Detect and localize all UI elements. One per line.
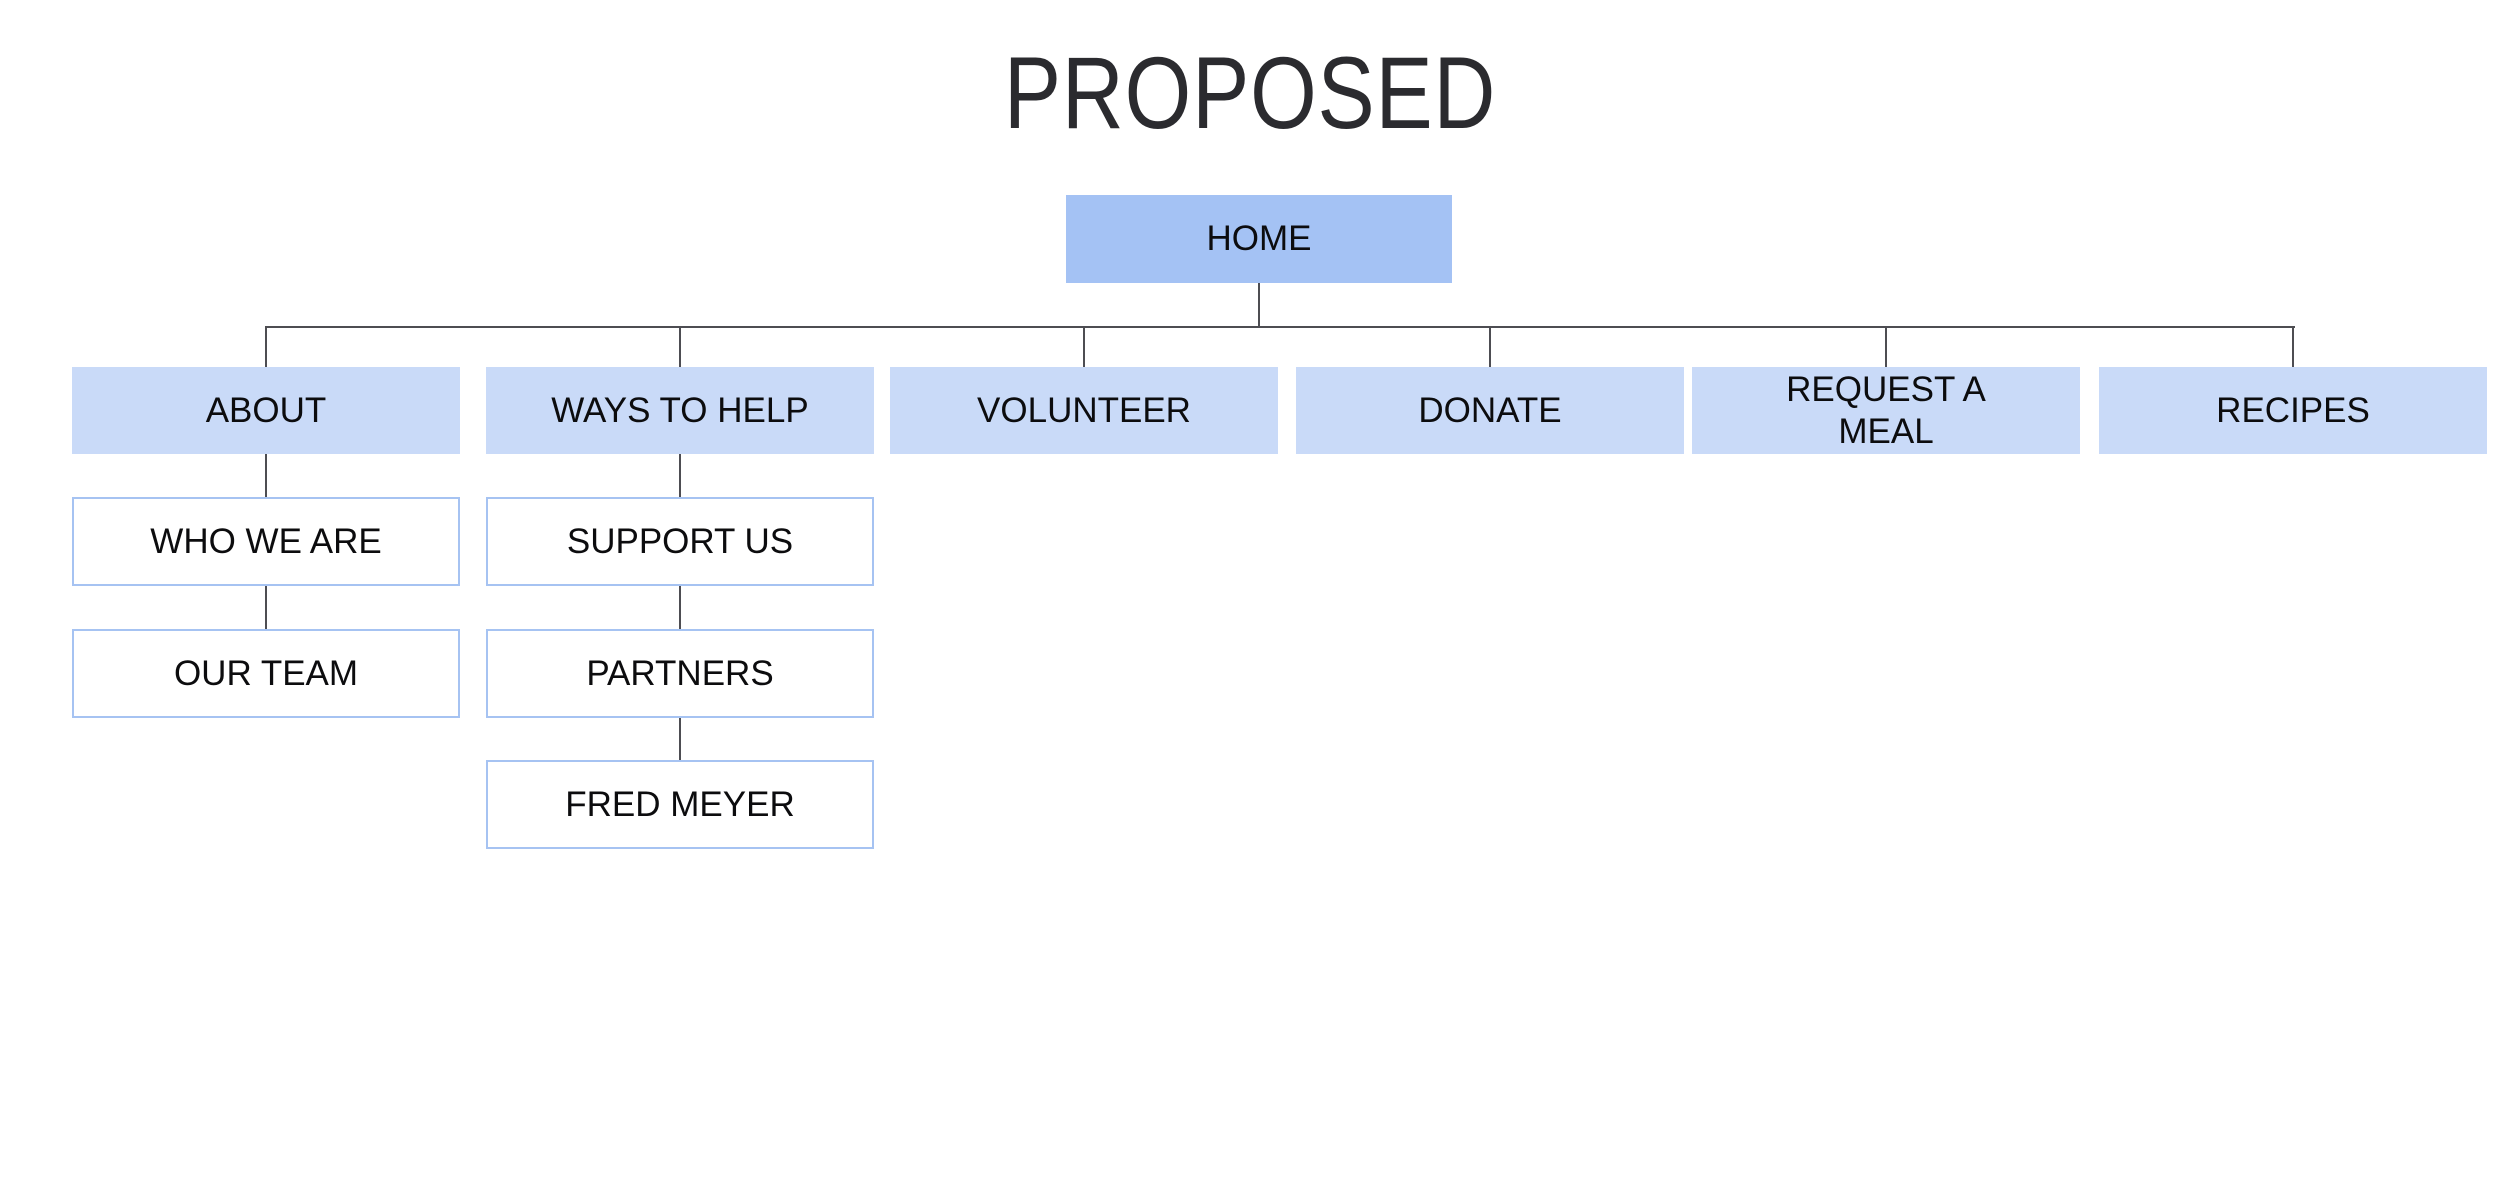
node-support-us: SUPPORT US (486, 497, 874, 586)
diagram-title: PROPOSED (1003, 36, 1497, 150)
connector-drop-donate (1489, 328, 1491, 367)
node-fred-meyer: FRED MEYER (486, 760, 874, 849)
node-partners: PARTNERS (486, 629, 874, 718)
connector-drop-volunteer (1083, 328, 1085, 367)
connector-drop-about (265, 328, 267, 367)
connector-partners-to-fred-meyer (679, 718, 681, 760)
connector-home-drop (1258, 283, 1260, 328)
connector-who-we-are-to-our-team (265, 586, 267, 629)
node-volunteer: VOLUNTEER (890, 367, 1278, 454)
connector-drop-ways-to-help (679, 328, 681, 367)
node-recipes: RECIPES (2099, 367, 2487, 454)
connector-support-us-to-partners (679, 586, 681, 629)
node-request-a-meal: REQUEST A MEAL (1692, 367, 2080, 454)
node-about: ABOUT (72, 367, 460, 454)
node-our-team: OUR TEAM (72, 629, 460, 718)
connector-drop-recipes (2292, 328, 2294, 367)
node-home: HOME (1066, 195, 1452, 283)
connector-about-to-who-we-are (265, 454, 267, 497)
connector-spine (265, 326, 2295, 328)
connector-ways-to-support-us (679, 454, 681, 497)
connector-drop-request-a-meal (1885, 328, 1887, 367)
node-who-we-are: WHO WE ARE (72, 497, 460, 586)
node-donate: DONATE (1296, 367, 1684, 454)
node-ways-to-help: WAYS TO HELP (486, 367, 874, 454)
